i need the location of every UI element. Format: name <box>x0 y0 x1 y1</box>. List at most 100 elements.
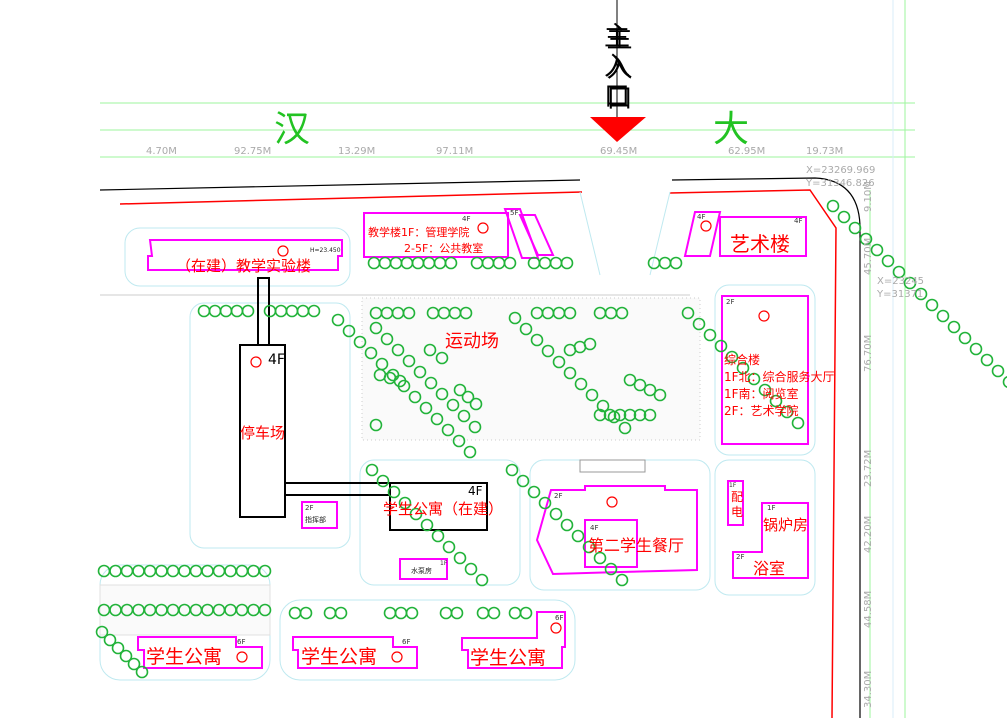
tree-icon <box>669 256 683 270</box>
tree-icon <box>127 657 141 671</box>
tree-icon <box>870 243 884 257</box>
tree-icon <box>178 564 191 578</box>
tree-icon <box>769 394 783 408</box>
floor-label: 4F <box>697 213 706 221</box>
floor-label: 4F <box>468 484 483 498</box>
dorm-construction-label[interactable]: 学生公寓（在建） <box>383 500 504 518</box>
tree-icon <box>464 562 478 576</box>
floor-label: 2F <box>305 504 314 512</box>
dimension-lines <box>100 0 915 718</box>
tree-icon <box>331 313 345 327</box>
dimension-label: 97.11M <box>436 146 474 157</box>
sports-field-label[interactable]: 运动场 <box>445 331 499 352</box>
tree-icon <box>132 564 145 578</box>
tree-icon <box>219 304 233 318</box>
tree-icon <box>224 564 237 578</box>
entrance-char: 口 <box>603 82 630 112</box>
tree-icon <box>603 408 617 422</box>
tree-icon <box>475 573 489 587</box>
tree-icon <box>463 445 477 459</box>
tree-icon <box>299 606 313 620</box>
dimension-label: 62.95M <box>728 146 766 157</box>
coord-x: X=23245 <box>877 276 925 287</box>
command-post-label[interactable]: 指挥部 <box>305 516 326 524</box>
tree-icon <box>780 405 794 419</box>
floor-label: 2F <box>736 553 745 561</box>
tree-icon <box>958 331 972 345</box>
power-room-label[interactable]: 配电 <box>731 490 744 519</box>
tree-icon <box>903 276 917 290</box>
tree-icon <box>925 298 939 312</box>
tree-icon <box>334 606 348 620</box>
tree-icon <box>389 256 403 270</box>
complex-building-label[interactable]: 综合楼 1F北：综合服务大厅 1F南：阅览室 2F：艺术学院 <box>724 352 835 420</box>
coord-y: Y=31371 <box>877 289 924 300</box>
teaching-building-line2[interactable]: 2-5F：公共教室 <box>404 242 484 255</box>
tree-icon <box>391 343 405 357</box>
canteen-label[interactable]: 第二学生餐厅 <box>588 536 685 555</box>
tree-icon <box>593 551 607 565</box>
tree-icon <box>560 256 574 270</box>
tree-icon <box>258 564 272 578</box>
tree-icon <box>408 390 422 404</box>
tree-icon <box>585 388 599 402</box>
tree-icon <box>487 606 501 620</box>
dorm-label[interactable]: 学生公寓 <box>470 647 547 669</box>
tree-icon <box>516 474 530 488</box>
tree-icon <box>736 361 750 375</box>
tree-icon <box>380 332 394 346</box>
complex-line1: 1F北：综合服务大厅 <box>724 370 835 384</box>
tree-icon <box>189 564 203 578</box>
tree-icon <box>892 265 906 279</box>
tree-icon <box>459 306 473 320</box>
parking-label[interactable]: 停车场 <box>240 424 286 442</box>
pump-house-label[interactable]: 水泵房 <box>411 567 432 575</box>
tree-icon <box>508 311 522 325</box>
tree-icon <box>604 562 618 576</box>
tree-icon <box>613 408 627 422</box>
tree-icon <box>505 463 519 477</box>
tree-icon <box>947 320 961 334</box>
dimension-label: 92.75M <box>234 146 272 157</box>
entrance-char: 入 <box>603 52 630 82</box>
tree-icon <box>307 304 321 318</box>
boiler-room-label[interactable]: 锅炉房 <box>763 516 809 534</box>
tree-icon <box>541 344 555 358</box>
complex-line3: 2F：艺术学院 <box>724 404 799 418</box>
lab-building-label[interactable]: （在建）教学实验楼 <box>176 257 312 275</box>
tree-icon <box>393 374 407 388</box>
floor-label: 1F <box>729 482 737 489</box>
floor-label: 6F <box>237 638 246 646</box>
teaching-building-line1[interactable]: 教学楼1F：管理学院 <box>368 226 470 239</box>
tree-icon <box>453 551 467 565</box>
tree-icon <box>468 420 482 434</box>
dimension-label: 42.20M <box>863 515 874 553</box>
tree-icon <box>530 333 544 347</box>
art-building-label[interactable]: 艺术楼 <box>730 232 790 256</box>
tree-icon <box>538 256 552 270</box>
sports-field-area <box>361 297 701 441</box>
bathhouse-label[interactable]: 浴室 <box>753 559 786 578</box>
tree-icon <box>413 365 427 379</box>
tree-icon <box>681 306 695 320</box>
dimension-label: 76.70M <box>863 334 874 372</box>
tree-icon <box>444 256 458 270</box>
tree-icon <box>837 210 851 224</box>
road-edges <box>99 177 861 718</box>
tree-icon <box>353 335 367 349</box>
tree-icon <box>658 256 672 270</box>
tree-icon <box>111 641 125 655</box>
green-strip <box>99 584 271 636</box>
dorm-label[interactable]: 学生公寓 <box>301 646 378 668</box>
tree-icon <box>615 573 629 587</box>
dimension-label: 69.45M <box>600 146 638 157</box>
tree-icon <box>881 254 895 268</box>
tree-icon <box>431 529 445 543</box>
dorm-label[interactable]: 学生公寓 <box>146 646 223 668</box>
tree-icon <box>258 603 272 617</box>
coordinate-label: X=23269.969 Y=31346.826 <box>806 164 875 190</box>
tree-icon <box>135 665 149 679</box>
tree-icon <box>848 221 862 235</box>
tree-icon <box>409 507 423 521</box>
tree-icon <box>402 306 416 320</box>
